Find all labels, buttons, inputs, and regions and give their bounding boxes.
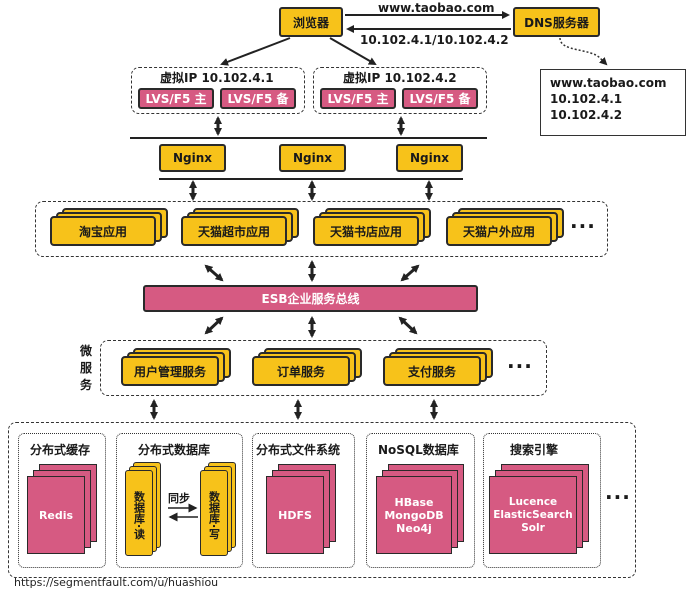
apps-more-ellipsis: ··· [570, 214, 596, 238]
footer-url: https://segmentfault.com/u/huashiou [14, 576, 219, 589]
app-tmall-bookstore-label: 天猫书店应用 [313, 216, 419, 246]
dns-record-ip2: 10.102.4.2 [550, 108, 623, 122]
storage-nosql-group [366, 433, 475, 568]
storage-nosql-title: NoSQL数据库 [378, 443, 459, 457]
storage-db-title: 分布式数据库 [138, 443, 211, 457]
service-user-mgmt-label: 用户管理服务 [121, 356, 219, 386]
microservices-side-label: 微服务 [80, 344, 93, 392]
nginx-box-1: Nginx [159, 144, 226, 172]
dns-record-ip1: 10.102.4.1 [550, 92, 623, 106]
nginx-box-2: Nginx [279, 144, 346, 172]
storage-search-content: Lucence ElasticSearch Solr [489, 476, 577, 554]
storage-db-read: 数据库·读 [125, 470, 153, 556]
arrow-esb-to-services-1 [204, 316, 224, 335]
arrow-esb-to-services-3 [398, 316, 418, 335]
browser-box: 浏览器 [279, 7, 343, 37]
arrow-apps-to-esb-1 [204, 264, 224, 282]
app-taobao-label: 淘宝应用 [50, 216, 156, 246]
service-payment-label: 支付服务 [383, 356, 481, 386]
esb-bus-box: ESB企业服务总线 [143, 285, 478, 312]
storage-cache-redis: Redis [27, 476, 85, 554]
nginx-bottom-line [159, 178, 463, 180]
storage-search-group [483, 433, 601, 568]
services-more-ellipsis: ··· [507, 354, 533, 378]
vip-group-2 [313, 67, 487, 114]
arrow-apps-to-esb-3 [400, 264, 420, 282]
lvs-backup-2: LVS/F5 备 [402, 88, 478, 109]
arrow-browser-to-vip1 [220, 37, 291, 66]
app-tmall-supermarket-label: 天猫超市应用 [181, 216, 287, 246]
dns-record-box: www.taobao.com 10.102.4.1 10.102.4.2 [540, 69, 686, 136]
microservice-layer-group [100, 340, 547, 396]
storage-cache-title: 分布式缓存 [30, 443, 91, 457]
storage-db-sync-label: 同步 [168, 492, 190, 505]
arrow-dns-to-record [559, 37, 608, 66]
storage-db-sync-arrows [168, 503, 198, 522]
vip-title-1: 虚拟IP 10.102.4.1 [160, 71, 274, 85]
app-tmall-outdoor-label: 天猫户外应用 [446, 216, 552, 246]
nginx-top-line [130, 137, 487, 139]
vip-group-1 [131, 67, 305, 114]
storage-search-title: 搜索引擎 [510, 443, 559, 457]
storage-fs-title: 分布式文件系统 [256, 443, 341, 457]
vip-title-2: 虚拟IP 10.102.4.2 [343, 71, 457, 85]
dns-record-domain: www.taobao.com [550, 76, 667, 90]
app-layer-group [35, 201, 608, 257]
lvs-master-1: LVS/F5 主 [138, 88, 214, 109]
storage-layer-group [8, 422, 636, 578]
lvs-backup-1: LVS/F5 备 [220, 88, 296, 109]
nginx-box-3: Nginx [396, 144, 463, 172]
storage-more-ellipsis: ··· [605, 485, 631, 509]
storage-fs-hdfs: HDFS [266, 476, 324, 554]
storage-nosql-content: HBase MongoDB Neo4j [376, 476, 452, 554]
dns-server-box: DNS服务器 [513, 7, 600, 37]
dns-request-label: www.taobao.com [378, 1, 495, 15]
dns-response-label: 10.102.4.1/10.102.4.2 [360, 33, 509, 47]
storage-db-write: 数据库·写 [200, 470, 228, 556]
service-order-label: 订单服务 [252, 356, 350, 386]
storage-db-group [116, 433, 243, 568]
storage-fs-group [252, 433, 355, 568]
storage-cache-group [18, 433, 106, 568]
lvs-master-2: LVS/F5 主 [320, 88, 396, 109]
